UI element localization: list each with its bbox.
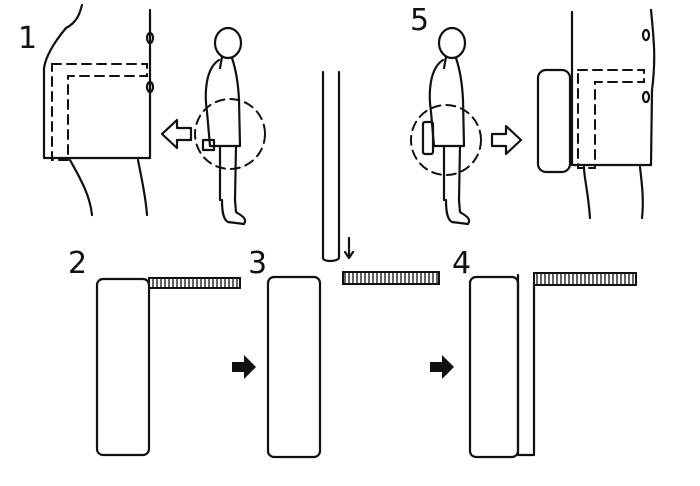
- step-1-number: 1: [18, 21, 37, 56]
- step-4-strip-attached: [516, 273, 536, 457]
- step-4-number: 4: [452, 246, 471, 281]
- person-head: [437, 26, 467, 60]
- step-2-zipper-tape: [148, 277, 241, 289]
- step-1-jacket-closeup: [42, 3, 155, 217]
- pocket-pouch: [201, 138, 216, 152]
- hidden-pocket-outline: [51, 63, 148, 161]
- focus-circle: [410, 104, 482, 176]
- pocket-pouch: [421, 120, 435, 156]
- pouch-outside: [536, 68, 572, 174]
- fabric-strip-tall: [321, 70, 341, 263]
- step-1-person-figure: [194, 26, 266, 226]
- step-2-pouch-panel: [95, 277, 151, 457]
- button-icon: [145, 80, 155, 94]
- hidden-pocket-outline: [577, 69, 645, 169]
- button-icon: [145, 31, 155, 45]
- step-3-zipper-tape: [342, 271, 440, 285]
- solid-arrow-right-icon: [232, 355, 256, 379]
- step-3-pouch-panel: [266, 275, 322, 459]
- button-icon: [641, 90, 651, 104]
- person-head: [213, 26, 243, 60]
- step-5-person-figure: [410, 26, 482, 226]
- step-3-number: 3: [248, 246, 267, 281]
- step-2-number: 2: [68, 246, 87, 281]
- step-5-number: 5: [410, 3, 429, 38]
- focus-circle: [194, 98, 266, 170]
- button-icon: [641, 28, 651, 42]
- step-4-zipper-tape: [533, 272, 637, 286]
- arrow-left-icon: [160, 118, 193, 150]
- step-4-pouch-panel: [468, 275, 520, 459]
- step-5-jacket-closeup: [536, 8, 656, 220]
- down-arrow-icon: [343, 236, 355, 260]
- solid-arrow-right-icon: [430, 355, 454, 379]
- arrow-right-icon: [490, 124, 523, 156]
